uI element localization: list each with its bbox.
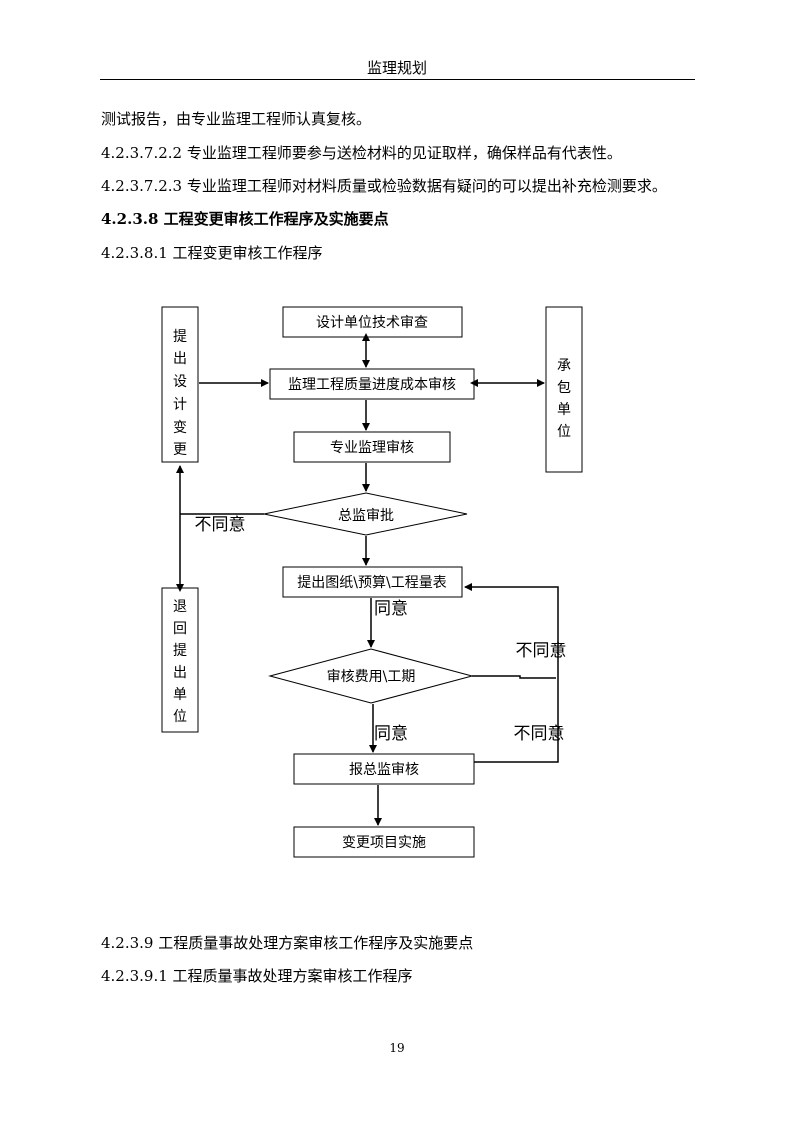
left-bottom-char-1: 退 <box>173 599 187 615</box>
label-disagree-cost: 不同意 <box>516 641 567 661</box>
left-top-char-5: 变 <box>173 420 187 436</box>
page-number: 19 <box>389 1041 405 1055</box>
left-bottom-char-2: 回 <box>173 621 187 637</box>
left-top-char-1: 提 <box>173 329 187 345</box>
paragraph-4-2-3-7-2-3: 4.2.3.7.2.3 专业监理工程师对材料质量或检验数据有疑问的可以提出补充检… <box>101 177 667 195</box>
left-top-char-2: 出 <box>173 351 187 367</box>
diamond-chief-approval <box>263 492 468 536</box>
header-divider <box>100 79 695 80</box>
right-char-1: 承 <box>557 358 571 374</box>
left-bottom-char-6: 位 <box>173 709 187 725</box>
label-professional-review: 专业监理审核 <box>330 440 414 456</box>
box-drawings-budget <box>282 566 463 598</box>
label-supervision-review: 监理工程质量进度成本审核 <box>288 377 456 393</box>
label-report-chief: 报总监审核 <box>349 762 419 778</box>
box-propose-design-change <box>161 306 199 463</box>
left-bottom-char-5: 单 <box>173 687 187 703</box>
paragraph-4-2-3-7-2-2: 4.2.3.7.2.2 专业监理工程师要参与送检材料的见证取样，确保样品有代表性… <box>101 144 622 162</box>
subheading-4-2-3-8-1: 4.2.3.8.1 工程变更审核工作程序 <box>101 244 323 262</box>
label-disagree-chief: 不同意 <box>195 515 246 535</box>
box-implement-change <box>293 826 475 858</box>
box-supervision-review <box>269 368 475 400</box>
label-cost-schedule: 审核费用\工期 <box>327 669 416 685</box>
left-bottom-char-3: 提 <box>173 643 187 659</box>
paragraph-4-2-3-9-1: 4.2.3.9.1 工程质量事故处理方案审核工作程序 <box>101 967 413 985</box>
right-char-4: 位 <box>557 424 571 440</box>
page-header-title: 监理规划 <box>366 59 427 77</box>
box-design-review <box>282 306 463 338</box>
box-contractor <box>545 306 583 473</box>
label-drawings-budget: 提出图纸\预算\工程量表 <box>297 575 446 591</box>
section-heading-4-2-3-8: 4.2.3.8 工程变更审核工作程序及实施要点 <box>101 210 389 228</box>
line-cost-disagree <box>472 675 556 679</box>
label-agree-chief: 同意 <box>374 599 408 619</box>
right-char-3: 单 <box>557 402 571 418</box>
label-disagree-report: 不同意 <box>514 724 565 744</box>
box-report-chief <box>293 753 475 785</box>
label-design-review: 设计单位技术审查 <box>316 315 428 331</box>
left-top-char-4: 计 <box>173 397 187 413</box>
left-bottom-char-4: 出 <box>173 665 187 681</box>
loop-report-disagree <box>464 583 559 763</box>
left-top-char-6: 更 <box>173 442 187 458</box>
left-top-char-3: 设 <box>173 374 187 390</box>
right-char-2: 包 <box>557 380 571 396</box>
box-return-to-proposer <box>161 587 199 733</box>
box-professional-review <box>293 431 451 463</box>
label-chief-approval: 总监审批 <box>338 508 394 524</box>
label-agree-cost: 同意 <box>374 724 408 744</box>
paragraph-test-report: 测试报告，由专业监理工程师认真复核。 <box>101 110 372 128</box>
label-implement-change: 变更项目实施 <box>342 835 426 851</box>
paragraph-4-2-3-9: 4.2.3.9 工程质量事故处理方案审核工作程序及实施要点 <box>101 934 474 952</box>
